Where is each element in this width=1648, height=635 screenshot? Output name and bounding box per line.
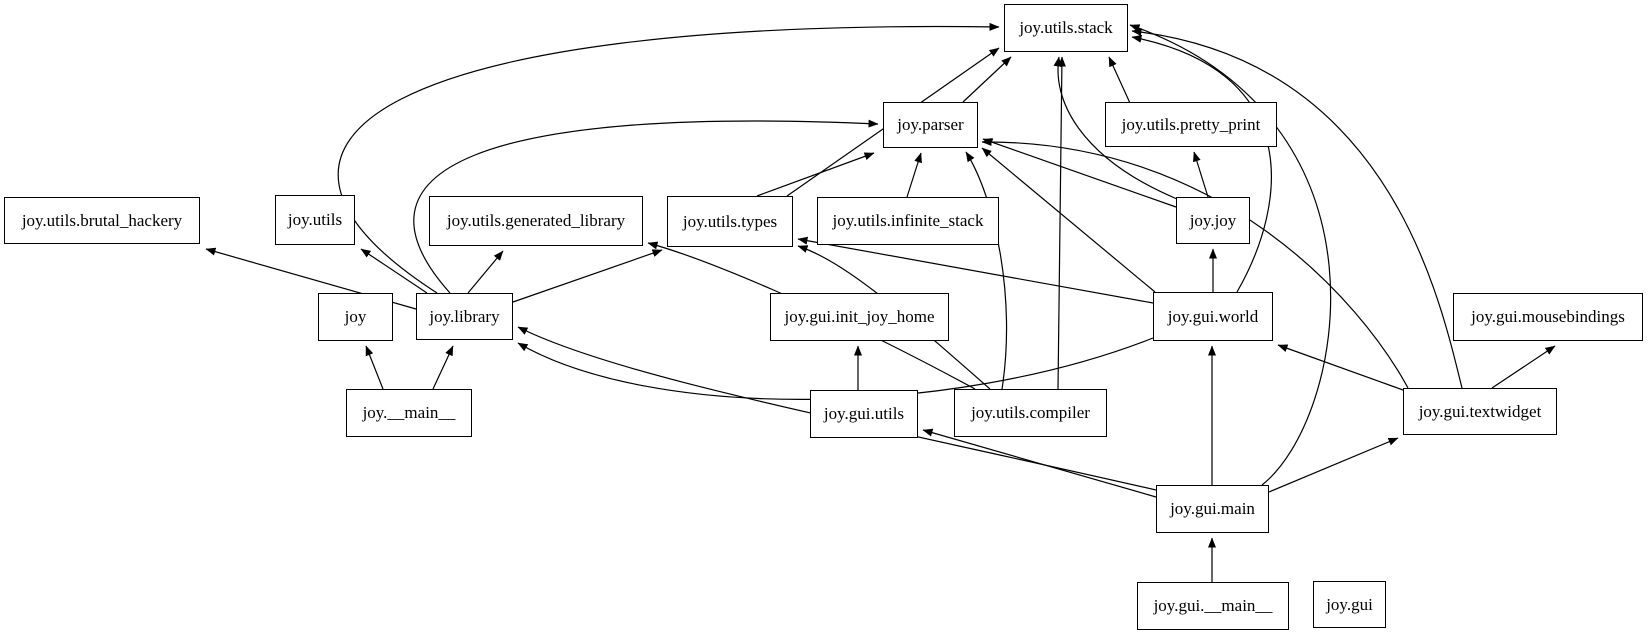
node-joy: joy [318,293,393,341]
edge-joy-parser-to-joy-utils-stack [962,56,1012,103]
edge-joy-joy-to-joy-parser [982,138,1177,208]
edge-joy-gui-textwidget-to-joy-gui-world [1277,344,1404,391]
edge-joy-library-to-joy-utils-generated-library [467,250,504,294]
node-joy-joy: joy.joy [1176,197,1250,244]
edge-joy-gui-world-to-joy-library [517,337,1154,400]
edge-joy-main-to-joy [365,345,384,390]
node-joy-utils: joy.utils [275,195,355,245]
node-joy-gui-textwidget: joy.gui.textwidget [1403,388,1557,435]
edge-joy-utils-types-to-joy-parser [756,152,875,197]
edge-group [205,22,1556,582]
node-joy-gui-utils: joy.gui.utils [810,390,918,438]
node-joy-utils-types: joy.utils.types [667,196,793,247]
edge-joy-library-to-joy-utils-types [512,249,663,303]
edge-joy-utils-compiler-to-joy-parser [965,151,1008,390]
node-joy-gui-init-joy-home: joy.gui.init_joy_home [770,293,949,341]
edge-joy-utils-infinite-stack-to-joy-parser [906,152,922,198]
node-joy-utils-infinite-stack: joy.utils.infinite_stack [817,197,999,245]
edge-joy-joy-to-joy-utils-pretty-print [1193,151,1209,198]
edge-joy-gui-main-to-joy-utils-stack [1129,24,1332,486]
edge-joy-main-to-joy-library [432,345,454,390]
node-joy-utils-brutal-hackery: joy.utils.brutal_hackery [4,197,200,244]
node-joy-utils-compiler: joy.utils.compiler [954,389,1107,437]
node-joy-gui-main: joy.gui.main [1156,485,1269,533]
edge-joy-gui-textwidget-to-joy-utils-stack [1131,28,1463,389]
edge-joy-gui-main-to-joy-gui-textwidget [1268,437,1399,493]
edge-joy-utils-compiler-to-joy-utils-generated-library [647,241,976,390]
edge-joy-library-to-joy-utils [360,248,428,294]
edge-joy-library-to-joy-parser [413,119,879,294]
edge-joy-library-to-joy-utils-stack [337,22,1000,294]
node-joy-utils-stack: joy.utils.stack [1004,4,1128,52]
edge-joy-gui-world-to-joy-utils-types [797,236,1154,304]
node-joy-utils-generated-library: joy.utils.generated_library [429,196,643,246]
node-joy-gui-main-: joy.gui.__main__ [1137,582,1289,630]
node-joy-gui-mousebindings: joy.gui.mousebindings [1453,293,1643,341]
node-joy-utils-pretty-print: joy.utils.pretty_print [1105,102,1277,147]
node-joy-gui: joy.gui [1313,581,1386,628]
node-joy-library: joy.library [416,293,513,340]
edge-joy-gui-world-to-joy-utils-stack [1131,34,1272,293]
edge-joy-gui-main-to-joy-library [517,326,1157,491]
node-joy-parser: joy.parser [883,102,978,148]
node-joy-gui-world: joy.gui.world [1153,292,1273,341]
node-joy-main: joy.__main__ [346,389,472,437]
edge-joy-joy-to-joy-utils-stack [1053,56,1178,200]
edge-joy-gui-textwidget-to-joy-gui-mousebindings [1491,345,1556,389]
edge-joy-utils-compiler-to-joy-utils-stack [1057,56,1066,390]
edge-joy-gui-world-to-joy-parser [981,147,1156,293]
edge-joy-gui-textwidget-to-joy-parser [981,137,1409,389]
